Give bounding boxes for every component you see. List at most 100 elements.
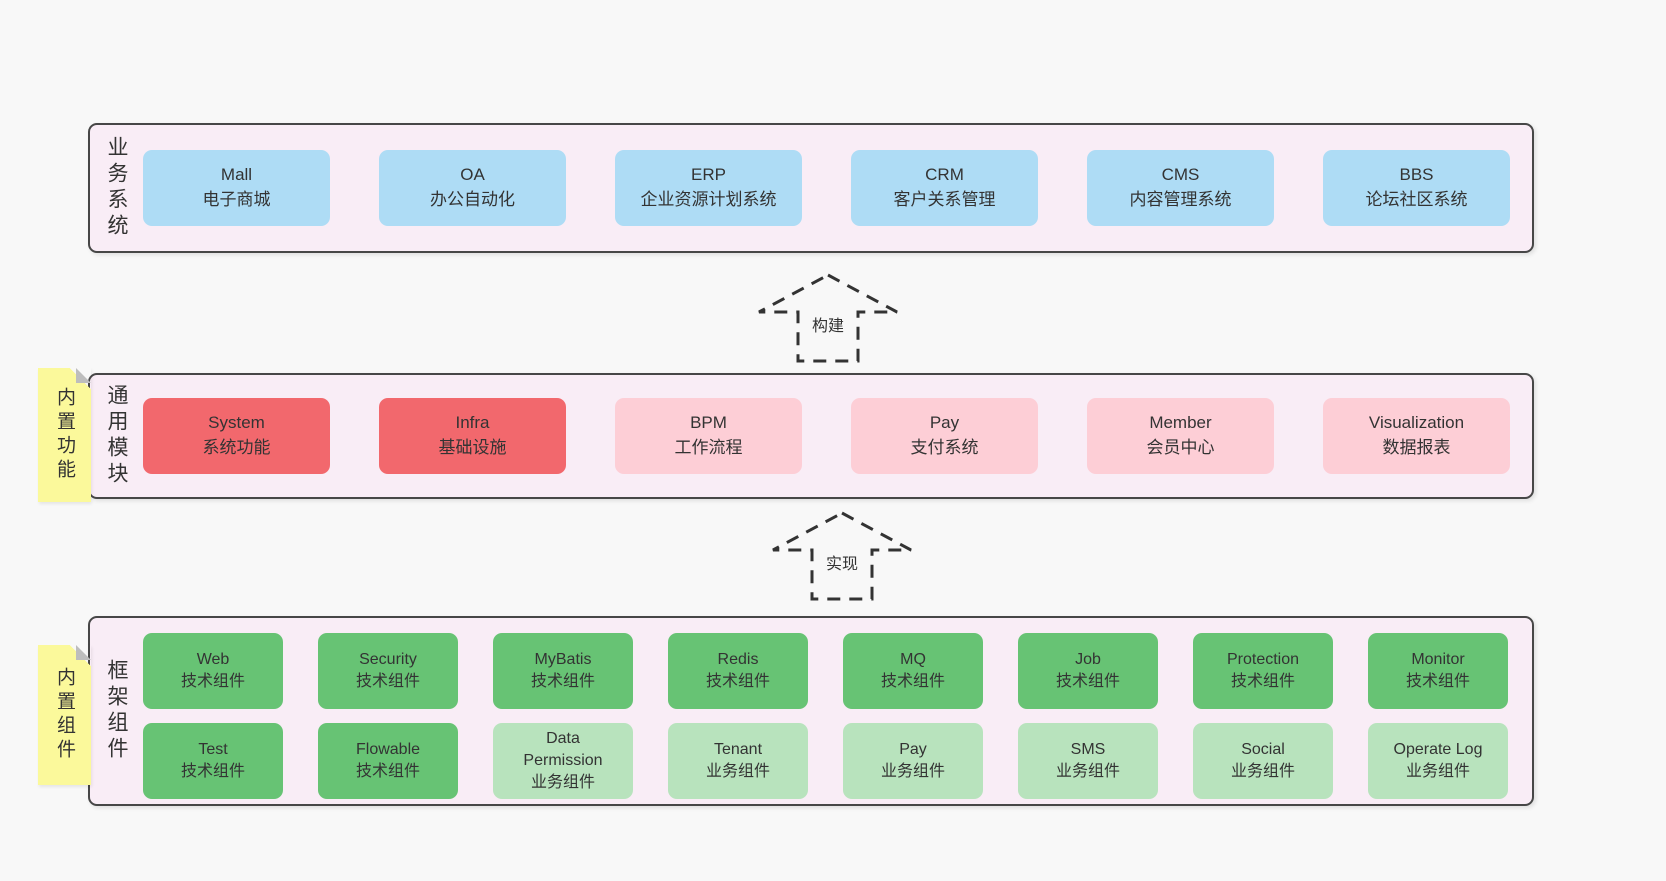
box-en-name: CRM xyxy=(925,165,964,185)
box-cn-name: 工作流程 xyxy=(674,438,743,457)
folded-corner-icon xyxy=(76,368,91,383)
implement-arrow: 实现 xyxy=(767,510,917,602)
box-mq: MQ 技术组件 xyxy=(843,633,983,709)
box-sms: SMS 业务组件 xyxy=(1018,723,1158,799)
box-cn-name: 技术组件 xyxy=(880,673,945,690)
folded-corner-icon xyxy=(76,645,91,660)
box-cn-name: 内容管理系统 xyxy=(1129,190,1232,209)
box-erp: ERP 企业资源计划系统 xyxy=(615,150,802,226)
box-cn-name: 技术组件 xyxy=(180,673,245,690)
box-job: Job 技术组件 xyxy=(1018,633,1158,709)
box-row: Mall 电子商城 OA 办公自动化 ERP 企业资源计划系统 CRM 客户关系管理 CMS 内容… xyxy=(143,150,1532,226)
box-en-name: Operate Log xyxy=(1393,740,1483,758)
box-cn-name: 业务组件 xyxy=(530,774,595,792)
box-en-name: Pay xyxy=(899,740,927,758)
sticky-note-built-in-functions: 内置功能 xyxy=(38,368,91,502)
box-monitor: Monitor 技术组件 xyxy=(1368,633,1508,709)
box-en-name: Web xyxy=(196,650,230,668)
sticky-label: 内置组件 xyxy=(54,667,75,763)
box-cn-name: 业务组件 xyxy=(1405,763,1470,780)
box-cms: CMS 内容管理系统 xyxy=(1087,150,1274,226)
box-pay: Pay 业务组件 xyxy=(843,723,983,799)
box-web: Web 技术组件 xyxy=(143,633,283,709)
box-cn-name: 系统功能 xyxy=(202,438,271,457)
box-en-name: ERP xyxy=(691,165,726,185)
box-cn-name: 电子商城 xyxy=(202,190,271,209)
box-protection: Protection 技术组件 xyxy=(1193,633,1333,709)
box-cn-name: 技术组件 xyxy=(530,673,595,690)
box-crm: CRM 客户关系管理 xyxy=(851,150,1038,226)
section-label-business: 业务系统 xyxy=(105,136,128,240)
box-en-name: Protection xyxy=(1226,650,1300,668)
box-bbs: BBS 论坛社区系统 xyxy=(1323,150,1510,226)
box-cn-name: 基础设施 xyxy=(438,438,507,457)
box-en-name: Redis xyxy=(717,650,759,668)
box-en-name: OA xyxy=(460,165,485,185)
implement-arrow-label: 实现 xyxy=(822,550,862,574)
box-cn-name: 技术组件 xyxy=(355,763,420,780)
box-cn-name: 办公自动化 xyxy=(430,190,515,209)
box-en-name: MyBatis xyxy=(534,650,592,668)
box-cn-name: 论坛社区系统 xyxy=(1365,190,1468,209)
box-en-name: MQ xyxy=(900,650,926,668)
sticky-note-built-in-components: 内置组件 xyxy=(38,645,91,785)
build-arrow-label: 构建 xyxy=(808,312,848,336)
box-en-name: Security xyxy=(359,650,417,668)
box-system: System 系统功能 xyxy=(143,398,330,474)
section-label-modules: 通用模块 xyxy=(105,384,128,488)
box-mall: Mall 电子商城 xyxy=(143,150,330,226)
business-box-rows: Mall 电子商城 OA 办公自动化 ERP 企业资源计划系统 CRM 客户关系管理 CMS 内容… xyxy=(90,125,1532,251)
box-cn-name: 支付系统 xyxy=(910,438,979,457)
box-en-name: BBS xyxy=(1399,165,1434,185)
box-cn-name: 企业资源计划系统 xyxy=(640,190,777,209)
box-en-name: Monitor xyxy=(1411,650,1465,668)
box-en-name: Flowable xyxy=(355,740,421,758)
box-cn-name: 技术组件 xyxy=(1405,673,1470,690)
box-cn-name: 会员中心 xyxy=(1146,438,1215,457)
box-cn-name: 技术组件 xyxy=(180,763,245,780)
box-cn-name: 数据报表 xyxy=(1382,438,1451,457)
box-en-name: Tenant xyxy=(713,740,763,758)
box-social: Social 业务组件 xyxy=(1193,723,1333,799)
box-en-name: Social xyxy=(1241,740,1285,758)
box-flowable: Flowable 技术组件 xyxy=(318,723,458,799)
box-en-name: Visualization xyxy=(1368,413,1465,433)
box-en-name: System xyxy=(208,413,265,433)
box-cn-name: 业务组件 xyxy=(1230,763,1295,780)
box-cn-name: 技术组件 xyxy=(1230,673,1295,690)
box-en-name: SMS xyxy=(1070,740,1106,758)
box-test: Test 技术组件 xyxy=(143,723,283,799)
box-cn-name: 业务组件 xyxy=(880,763,945,780)
box-cn-name: 技术组件 xyxy=(705,673,770,690)
box-cn-name: 技术组件 xyxy=(355,673,420,690)
box-data-permission: Data Permission 业务组件 xyxy=(493,723,633,799)
box-en-name: Mall xyxy=(220,165,253,185)
box-tenant: Tenant 业务组件 xyxy=(668,723,808,799)
box-cn-name: 技术组件 xyxy=(1055,673,1120,690)
box-mybatis: MyBatis 技术组件 xyxy=(493,633,633,709)
box-en-name: Test xyxy=(198,740,228,758)
box-cn-name: 业务组件 xyxy=(1055,763,1120,780)
box-pay: Pay 支付系统 xyxy=(851,398,1038,474)
box-en-name: Job xyxy=(1075,650,1101,668)
box-security: Security 技术组件 xyxy=(318,633,458,709)
box-en-name: Pay xyxy=(929,413,960,433)
box-visualization: Visualization 数据报表 xyxy=(1323,398,1510,474)
panel-business-systems: 业务系统 Mall 电子商城 OA 办公自动化 ERP 企业资源计划系统 CRM 客户关系管理… xyxy=(88,123,1534,253)
box-cn-name: 客户关系管理 xyxy=(893,190,996,209)
build-arrow: 构建 xyxy=(753,272,903,364)
box-operate-log: Operate Log 业务组件 xyxy=(1368,723,1508,799)
box-en-name: Data Permission xyxy=(523,729,603,769)
box-en-name: CMS xyxy=(1161,165,1200,185)
box-cn-name: 业务组件 xyxy=(705,763,770,780)
